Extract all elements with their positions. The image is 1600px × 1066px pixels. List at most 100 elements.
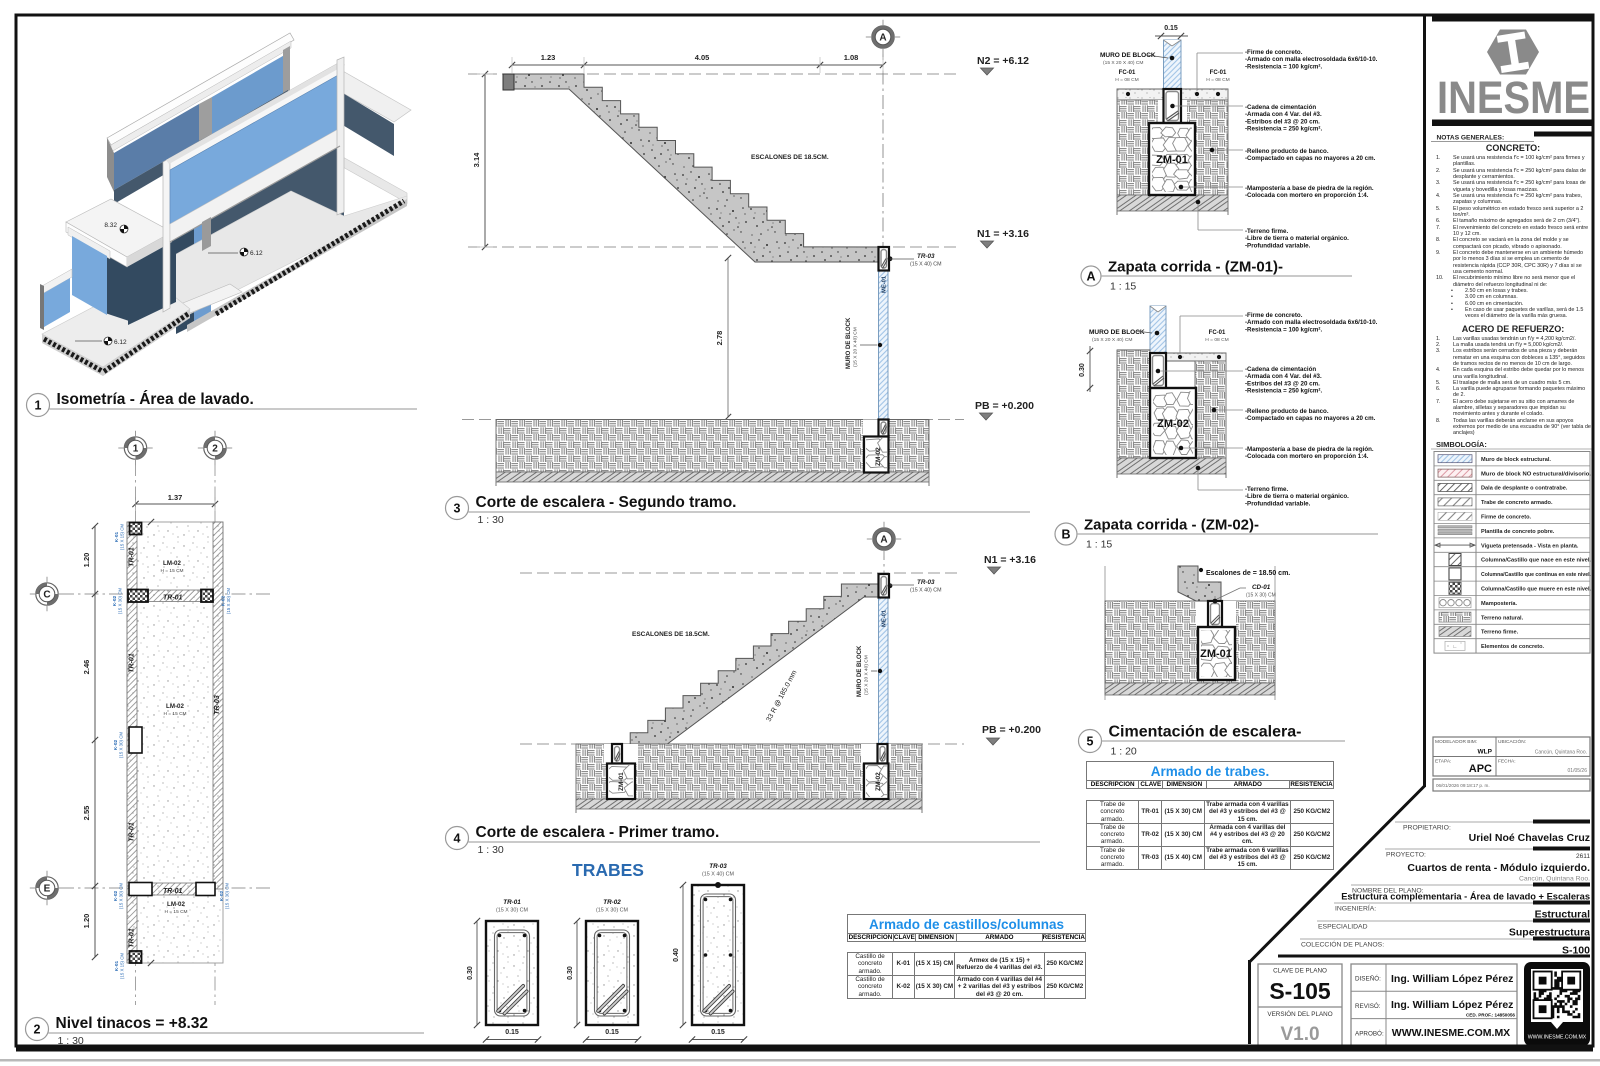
svg-text:Terreno firme.: Terreno firme. [1481,630,1519,636]
svg-text:APROBÓ:: APROBÓ: [1355,1029,1384,1038]
svg-text:K-02: K-02 [221,595,227,606]
svg-text:Plantilla de concreto pobre.: Plantilla de concreto pobre. [1481,529,1555,535]
svg-text:WWW.INESME.COM.MX: WWW.INESME.COM.MX [1392,1027,1510,1039]
svg-text:LM-02: LM-02 [163,560,181,567]
svg-text:TRABES: TRABES [572,860,644,880]
svg-text:3.14: 3.14 [472,152,481,167]
svg-text:-Libre de tierra o material or: -Libre de tierra o material orgánico. [1245,493,1349,500]
svg-text:ZM-01: ZM-01 [1200,648,1232,660]
svg-text:PROPIETARIO:: PROPIETARIO: [1403,825,1451,832]
svg-text:-Compactado en capas no mayore: -Compactado en capas no mayores a 20 cm. [1245,155,1376,162]
svg-text:-Resistencia = 100 kg/cm².: -Resistencia = 100 kg/cm². [1245,326,1322,333]
svg-text:2.46: 2.46 [82,660,91,675]
svg-text:-Cadena de cimentación: -Cadena de cimentación [1245,366,1316,373]
svg-text:1.37: 1.37 [168,493,183,502]
svg-text:0.30: 0.30 [567,966,574,980]
svg-text:H = 15 CM: H = 15 CM [160,568,183,574]
svg-text:Ing. William López Pérez: Ing. William López Pérez [1391,999,1513,1011]
svg-text:K-02: K-02 [113,890,119,901]
svg-text:Cancún, Quintana Roo.: Cancún, Quintana Roo. [1535,750,1587,756]
svg-text:TR-03: TR-03 [214,695,221,715]
svg-text:Estructura complementaria - Ár: Estructura complementaria - Área de lava… [1341,892,1590,902]
svg-text:Vigueta pretensada - Vista en: Vigueta pretensada - Vista en planta. [1481,543,1579,549]
svg-text:0.15: 0.15 [505,1029,519,1036]
svg-text:Cuartos de renta - Módulo izqu: Cuartos de renta - Módulo izquierdo. [1407,862,1590,874]
svg-text:0.30: 0.30 [1079,363,1086,377]
svg-text:1: 1 [133,444,139,455]
svg-text:TR-01: TR-01 [503,899,521,906]
svg-text:TR-01: TR-01 [129,653,136,673]
svg-text:Zapata corrida - (ZM-02)-: Zapata corrida - (ZM-02)- [1084,517,1259,534]
svg-text:PB = +0.200: PB = +0.200 [982,724,1041,736]
svg-text:A: A [879,33,886,44]
svg-text:-Firme de concreto.: -Firme de concreto. [1245,312,1303,319]
svg-text:-Libre de tierra o material or: -Libre de tierra o material orgánico. [1245,235,1349,242]
svg-text:(15 X 30) CM: (15 X 30) CM [1246,593,1276,599]
svg-text:INESME: INESME [1437,72,1590,123]
svg-text:ZM-01: ZM-01 [618,772,625,791]
svg-text:3: 3 [454,502,461,516]
svg-text:ZM-02: ZM-02 [1157,418,1189,430]
svg-text:5: 5 [1087,735,1094,749]
svg-text:H = 15 CM: H = 15 CM [163,711,186,717]
svg-text:ESPECIALIDAD: ESPECIALIDAD [1318,924,1368,931]
svg-text:2.55: 2.55 [82,806,91,821]
svg-text:-Relleno producto de banco.: -Relleno producto de banco. [1245,408,1329,415]
svg-text:MURO DE BLOCK: MURO DE BLOCK [1089,329,1145,336]
svg-text:-Profundidad variable.: -Profundidad variable. [1245,242,1311,249]
svg-text:H = 08 CM: H = 08 CM [1205,337,1229,343]
svg-text:TR-01: TR-01 [129,822,136,842]
svg-text:Columna/Castillo que muere en: Columna/Castillo que muere en este nivel… [1481,587,1591,593]
svg-text:Firme de concreto.: Firme de concreto. [1481,515,1531,521]
svg-text:WLP: WLP [1478,749,1493,756]
svg-text:∟: ∟ [1453,644,1458,650]
svg-text:Mampostería.: Mampostería. [1481,601,1518,607]
svg-text:8.32: 8.32 [104,222,117,229]
svg-text:CED. PROF.: 14850056: CED. PROF.: 14850056 [1466,1013,1515,1018]
svg-text:Corte de escalera - Primer tra: Corte de escalera - Primer tramo. [476,824,720,841]
svg-text:ZM-02: ZM-02 [875,772,882,791]
svg-text:-Compactado en capas no mayore: -Compactado en capas no mayores a 20 cm. [1245,415,1376,422]
svg-text:-Relleno producto de banco.: -Relleno producto de banco. [1245,148,1329,155]
svg-text:0.15: 0.15 [1164,25,1178,32]
svg-text:-Terreno firme.: -Terreno firme. [1245,228,1288,235]
svg-text:DISEÑÓ:: DISEÑÓ: [1355,974,1381,983]
svg-text:(15 X 30) CM: (15 X 30) CM [225,883,230,909]
svg-text:FC-01: FC-01 [1119,70,1136,76]
svg-text:E: E [44,884,51,895]
svg-text:-Firme de concreto.: -Firme de concreto. [1245,49,1303,56]
svg-text:(15 X 40) CM: (15 X 40) CM [702,872,735,878]
svg-text:K-02: K-02 [219,890,225,901]
svg-text:FC-01: FC-01 [1209,330,1226,336]
svg-text:N2 = +6.12: N2 = +6.12 [977,55,1029,67]
svg-text:Cancún, Quintana Roo.: Cancún, Quintana Roo. [1519,876,1590,883]
svg-text:H = 15 CM: H = 15 CM [164,909,187,915]
svg-text:WWW.INESME.COM.MX: WWW.INESME.COM.MX [1528,1035,1587,1041]
svg-text:N1 = +3.16: N1 = +3.16 [977,228,1029,240]
svg-text:TR-03: TR-03 [917,253,935,260]
svg-text:UBICACIÓN:: UBICACIÓN: [1498,738,1526,745]
svg-text:1 : 30: 1 : 30 [478,514,504,526]
svg-text:Uriel Noé Chavelas Cruz: Uriel Noé Chavelas Cruz [1469,832,1590,844]
svg-text:Estructural: Estructural [1535,909,1591,921]
svg-text:APC: APC [1469,763,1492,775]
svg-text:INGENIERÍA:: INGENIERÍA: [1335,904,1376,913]
svg-text:1 : 30: 1 : 30 [478,844,504,856]
svg-text:-Resistencia = 250 kg/cm².: -Resistencia = 250 kg/cm². [1245,126,1322,133]
svg-text:(15 X 40) CM: (15 X 40) CM [910,262,942,268]
svg-text:Trabe de concreto armado.: Trabe de concreto armado. [1481,500,1553,506]
svg-text:S-105: S-105 [1269,978,1331,1004]
svg-text:-Cadena de cimentación: -Cadena de cimentación [1245,104,1316,111]
svg-text:VERSIÓN DEL PLANO: VERSIÓN DEL PLANO [1267,1009,1332,1018]
svg-text:01/05/26: 01/05/26 [1568,768,1588,774]
svg-text:33 R @ 185.0 mm: 33 R @ 185.0 mm [766,669,799,723]
svg-text:NOTAS GENERALES:: NOTAS GENERALES: [1437,135,1505,142]
svg-text:MODELADOR BIM:: MODELADOR BIM: [1435,739,1477,745]
svg-text:(15 X 20 X 40) CM: (15 X 20 X 40) CM [1092,337,1133,343]
svg-text:ME-01: ME-01 [882,275,888,293]
svg-text:(15 X 30) CM: (15 X 30) CM [596,908,629,914]
svg-text:TR-01: TR-01 [129,547,136,567]
svg-text:K-02: K-02 [112,595,118,606]
svg-text:(15 X 20 X 40) CM: (15 X 20 X 40) CM [1103,60,1144,66]
svg-text:MURO DE BLOCK: MURO DE BLOCK [857,645,863,697]
